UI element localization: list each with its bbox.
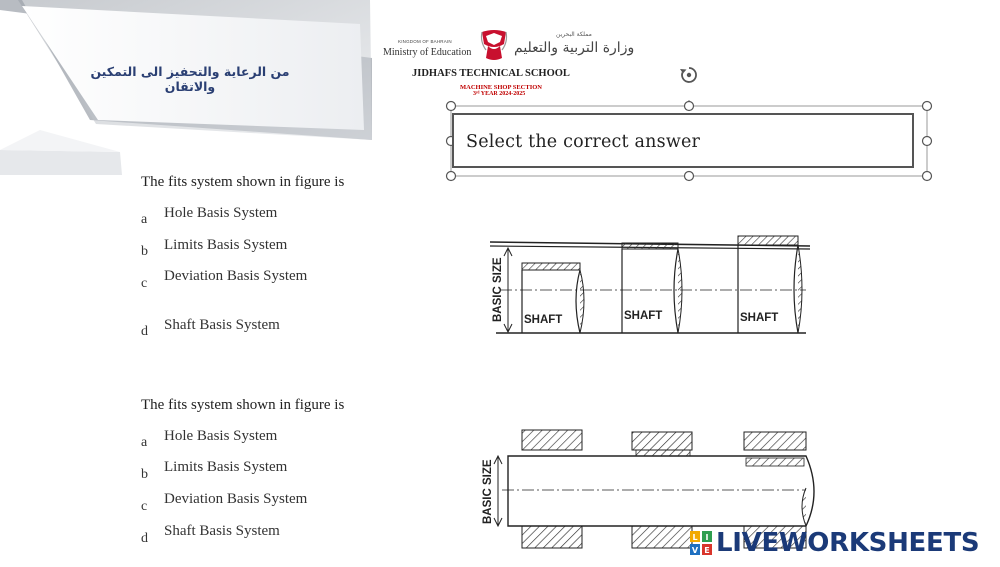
textbox-selection-frame	[445, 100, 933, 182]
kingdom-label: KINGDOM OF BAHRAIN	[398, 39, 452, 44]
instruction-text: Select the correct answer	[466, 132, 701, 152]
q2-option-d[interactable]: Shaft Basis System	[164, 523, 280, 539]
arabic-kingdom-label: مملكة البحرين	[556, 31, 592, 38]
q2-option-c-letter: c	[141, 499, 148, 514]
q2-option-a[interactable]: Hole Basis System	[164, 428, 278, 444]
q2-option-c[interactable]: Deviation Basis System	[164, 491, 308, 507]
q2-option-b-letter: b	[141, 467, 148, 482]
q1-option-c[interactable]: Deviation Basis System	[164, 268, 308, 284]
q1-option-a-letter: a	[141, 212, 148, 227]
liveworksheets-logo-text: LIVEWORKSHEETS	[716, 528, 980, 558]
q1-option-a[interactable]: Hole Basis System	[164, 205, 278, 221]
figure-1-part-label-2: SHAFT	[624, 310, 662, 322]
liveworksheets-logo-icon: L I V E	[690, 531, 712, 555]
rotate-handle-icon[interactable]	[678, 64, 700, 86]
ministry-name: Ministry of Education	[383, 47, 472, 58]
figure-1-shaft-basis: BASIC SIZE SHAFT SHAFT SHAFT	[489, 235, 811, 334]
liveworksheets-logo: L I V E LIVEWORKSHEETS	[690, 528, 980, 558]
arabic-ministry-name: وزارة التربية والتعليم	[514, 40, 635, 56]
q1-option-c-letter: c	[141, 276, 148, 291]
logo-letter-e: E	[704, 546, 709, 555]
q1-option-b-letter: b	[141, 244, 148, 259]
figure-1-part-label-3: SHAFT	[740, 312, 778, 324]
figure-1-axis-label: BASIC SIZE	[492, 257, 504, 322]
logo-letter-l: L	[692, 533, 697, 542]
figure-2-axis-label: BASIC SIZE	[482, 459, 494, 524]
school-name: JIDHAFS TECHNICAL SCHOOL	[412, 68, 570, 79]
school-year: 3ʳᵈ YEAR 2024-2025	[473, 91, 526, 97]
header-banner	[0, 0, 372, 175]
instruction-textbox[interactable]	[452, 113, 914, 168]
q2-option-b[interactable]: Limits Basis System	[164, 459, 288, 475]
logo-letter-i: I	[706, 533, 709, 542]
logo-letter-v: V	[692, 546, 699, 555]
question-1-prompt: The fits system shown in figure is	[141, 174, 345, 190]
q1-option-b[interactable]: Limits Basis System	[164, 237, 288, 253]
header-slogan: من الرعاية والتحفيز الى التمكين والاتقان	[90, 64, 290, 94]
question-2-prompt: The fits system shown in figure is	[141, 397, 345, 413]
section-name: MACHINE SHOP SECTION	[460, 84, 542, 91]
q1-option-d[interactable]: Shaft Basis System	[164, 317, 280, 333]
q1-option-d-letter: d	[141, 324, 148, 339]
bahrain-emblem-icon	[480, 30, 508, 60]
figure-2-hole-basis: BASIC SIZE	[482, 429, 815, 549]
q2-option-d-letter: d	[141, 531, 148, 546]
figure-1-part-label-1: SHAFT	[524, 314, 562, 326]
q2-option-a-letter: a	[141, 435, 148, 450]
